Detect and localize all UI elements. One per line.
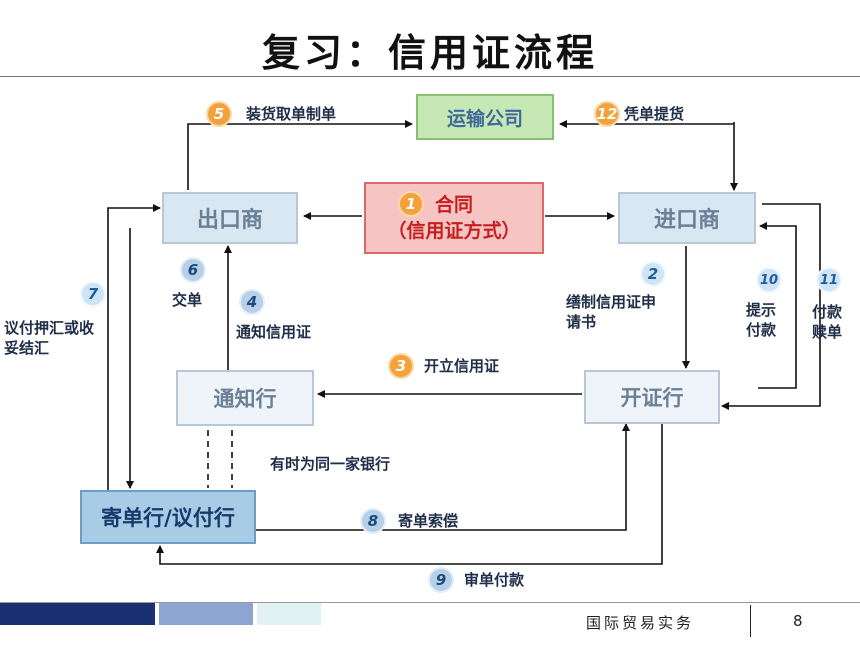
step-1-badge: 1	[398, 191, 424, 217]
step-11-badge: 11	[816, 267, 842, 293]
step-5-badge: 5	[206, 101, 232, 127]
step-12-badge: 12	[594, 101, 620, 127]
title-divider	[0, 76, 860, 77]
node-negotiating-bank: 寄单行/议付行	[80, 490, 256, 544]
step-10-badge: 10	[756, 267, 782, 293]
node-transport-label: 运输公司	[446, 107, 523, 130]
step-11-label: 付款赎单	[812, 303, 843, 341]
step-7-badge: 7	[80, 281, 106, 307]
step-10-label: 提示付款	[746, 301, 777, 339]
contract-line2: （信用证方式）	[387, 220, 521, 242]
step-9-badge: 9	[428, 567, 454, 593]
footer-divider	[0, 602, 860, 603]
arrow-11-importer-to-issuing	[721, 203, 821, 410]
node-negotiating-label: 寄单行/议付行	[101, 506, 235, 530]
step-12-label: 凭单提货	[624, 105, 685, 123]
page-number: 8	[793, 612, 803, 630]
node-contract: 合同 （信用证方式）	[364, 182, 544, 254]
node-importer: 进口商	[618, 192, 756, 244]
step-4-label: 通知信用证	[236, 323, 312, 341]
footer-bar-dark	[0, 603, 155, 625]
footer-separator	[750, 605, 751, 637]
arrow-5-exporter-to-transport	[187, 120, 413, 190]
contract-line1: 合同	[434, 194, 473, 216]
node-transport-company: 运输公司	[416, 94, 554, 140]
node-advising-bank: 通知行	[176, 370, 314, 426]
step-2-badge: 2	[640, 261, 666, 287]
node-issuing-bank: 开证行	[584, 370, 720, 424]
page-title: 复习：信用证流程	[261, 30, 598, 75]
node-advising-label: 通知行	[213, 387, 277, 411]
step-2-label: 缮制信用证申请书	[566, 293, 657, 331]
step-7-label: 议付押汇或收妥结汇	[4, 319, 95, 357]
step-8-label: 寄单索偿	[398, 512, 459, 530]
node-issuing-label: 开证行	[620, 386, 684, 410]
step-4-badge: 4	[239, 289, 265, 315]
step-6-badge: 6	[180, 257, 206, 283]
step-3-label: 开立信用证	[424, 357, 500, 375]
footer-bar-mid	[159, 603, 253, 625]
footer-bar-light	[257, 603, 321, 625]
step-9-label: 审单付款	[464, 571, 525, 589]
node-importer-label: 进口商	[653, 208, 720, 233]
step-6-label: 交单	[172, 291, 203, 309]
footer-course-title: 国际贸易实务	[586, 614, 695, 632]
same-bank-note: 有时为同一家银行	[270, 455, 391, 473]
step-3-badge: 3	[388, 353, 414, 379]
arrow-7-negotiating-to-exporter	[107, 204, 161, 490]
arrow-9-issuing-to-negotiating	[156, 424, 663, 565]
node-exporter: 出口商	[162, 192, 298, 244]
step-5-label: 装货取单制单	[246, 105, 337, 123]
arrow-10-issuing-to-importer	[758, 222, 797, 389]
node-exporter-label: 出口商	[196, 208, 263, 233]
step-8-badge: 8	[360, 508, 386, 534]
